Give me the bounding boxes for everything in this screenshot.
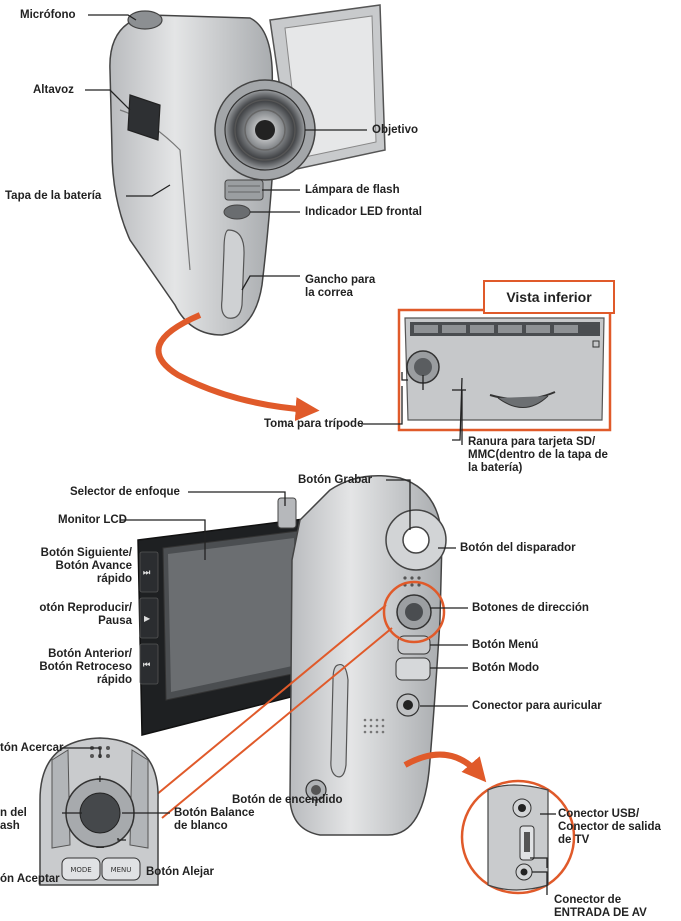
label-ranura-tarjeta: Ranura para tarjeta SD/ MMC(dentro de la…	[468, 436, 608, 474]
label-boton-menu: Botón Menú	[472, 639, 539, 651]
bottom-view-panel	[397, 308, 612, 432]
label-lampara-flash: Lámpara de flash	[305, 184, 400, 196]
label-indicador-led: Indicador LED frontal	[305, 206, 422, 218]
label-boton-reproducir: otón Reproducir/ Pausa	[39, 602, 132, 627]
direction-pad-highlight	[382, 580, 446, 644]
svg-text:−: −	[95, 840, 105, 854]
direction-pad-zoom: + − MODE MENU	[39, 737, 159, 886]
prev-icon: ⏮	[143, 660, 151, 669]
label-gancho-correa: Gancho para la correa	[305, 274, 376, 299]
label-conector-auricular: Conector para auricular	[472, 700, 602, 712]
label-boton-siguiente: Botón Siguiente/ Botón Avance rápido	[40, 547, 132, 585]
camera-top-view	[109, 4, 386, 336]
label-botones-direccion: Botones de dirección	[472, 602, 589, 614]
connector-zoom	[460, 779, 576, 895]
label-boton-flash: n del ash	[0, 807, 27, 832]
leader-lines	[60, 14, 556, 895]
next-icon: ⏭	[143, 568, 151, 577]
label-altavoz: Altavoz	[33, 84, 74, 96]
svg-text:MENU: MENU	[111, 866, 132, 874]
label-selector-enfoque: Selector de enfoque	[70, 486, 180, 498]
orange-curve-arrow-top	[155, 312, 320, 422]
label-boton-encendido: Botón de encendido	[232, 794, 343, 806]
label-toma-tripode: Toma para trípode	[264, 418, 364, 430]
label-microfono: Micrófono	[20, 9, 76, 21]
label-boton-acercar: tón Acercar	[0, 742, 64, 754]
label-boton-balance: Botón Balance de blanco	[174, 807, 255, 832]
label-boton-grabar: Botón Grabar	[298, 474, 373, 486]
label-conector-entrada: Conector de ENTRADA DE AV	[554, 894, 647, 919]
camera-side-view	[137, 475, 447, 836]
label-conector-usb: Conector USB/ Conector de salida de TV	[558, 808, 661, 846]
label-objetivo: Objetivo	[372, 124, 419, 136]
label-tapa-bateria: Tapa de la batería	[5, 190, 102, 202]
svg-text:+: +	[96, 774, 104, 785]
label-boton-aceptar: ón Aceptar	[0, 873, 60, 885]
svg-text:MODE: MODE	[70, 866, 91, 874]
label-boton-modo: Botón Modo	[472, 662, 540, 674]
vista-inferior-title: Vista inferior	[483, 280, 615, 314]
label-monitor-lcd: Monitor LCD	[58, 514, 127, 526]
label-boton-alejar: Botón Alejar	[146, 866, 214, 878]
play-icon: ▶	[144, 614, 151, 623]
label-boton-disparador: Botón del disparador	[460, 542, 576, 554]
label-boton-anterior: Botón Anterior/ Botón Retroceso rápido	[39, 648, 132, 686]
orange-curve-arrow-bottom	[403, 751, 487, 783]
